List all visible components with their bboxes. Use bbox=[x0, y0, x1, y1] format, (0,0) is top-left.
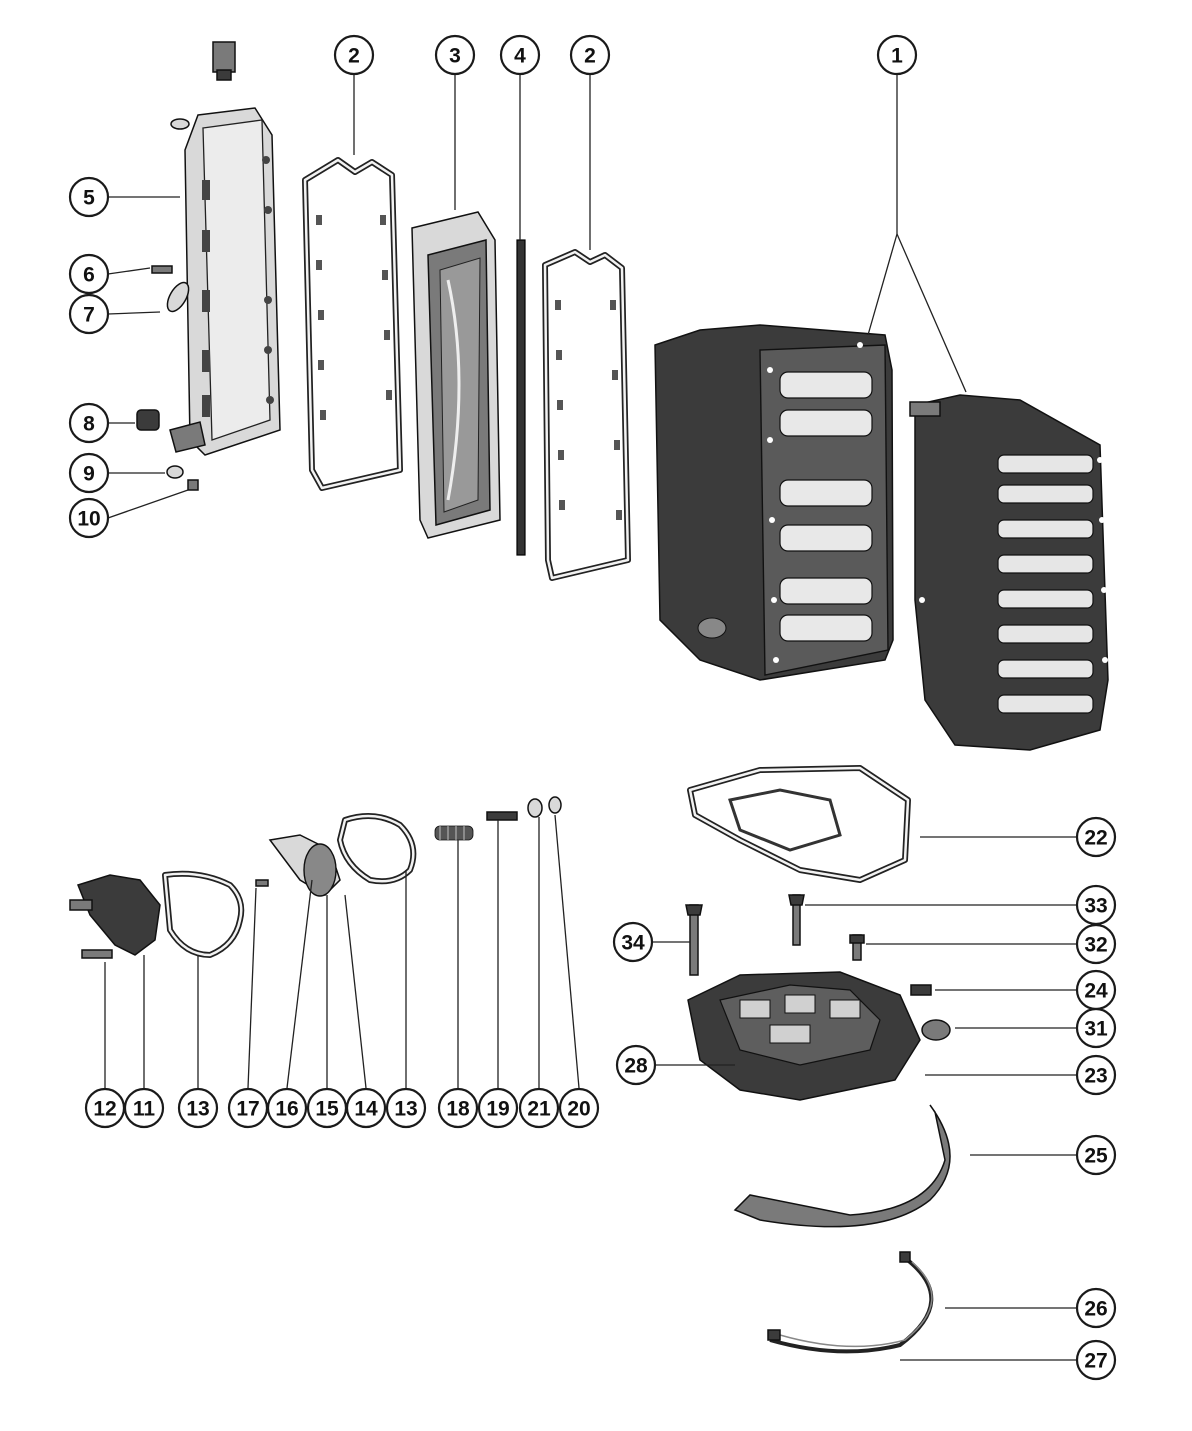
svg-text:27: 27 bbox=[1084, 1350, 1107, 1373]
callout-15: 15 bbox=[306, 1087, 348, 1129]
part-screw-and-seal bbox=[151, 265, 190, 313]
callout-28: 28 bbox=[615, 1044, 657, 1086]
callout-33: 33 bbox=[1075, 884, 1117, 926]
svg-text:23: 23 bbox=[1084, 1065, 1107, 1088]
callout-2-left: 2 bbox=[333, 34, 375, 76]
callout-13-right: 13 bbox=[385, 1087, 427, 1129]
svg-text:4: 4 bbox=[514, 45, 526, 68]
callout-16: 16 bbox=[266, 1087, 308, 1129]
part-seal-strip bbox=[516, 239, 526, 556]
callout-23: 23 bbox=[1075, 1054, 1117, 1096]
part-end-cap bbox=[685, 894, 951, 1101]
svg-text:22: 22 bbox=[1084, 827, 1107, 850]
callout-18: 18 bbox=[437, 1087, 479, 1129]
svg-text:28: 28 bbox=[624, 1055, 648, 1078]
svg-text:13: 13 bbox=[186, 1098, 209, 1121]
callout-12: 12 bbox=[84, 1087, 126, 1129]
callout-31: 31 bbox=[1075, 1007, 1117, 1049]
part-thermostat-housing-group bbox=[69, 796, 562, 959]
svg-text:1: 1 bbox=[891, 45, 903, 68]
svg-text:3: 3 bbox=[449, 45, 461, 68]
callout-2-right: 2 bbox=[569, 34, 611, 76]
callout-24: 24 bbox=[1075, 969, 1117, 1011]
svg-text:31: 31 bbox=[1084, 1018, 1108, 1041]
svg-text:32: 32 bbox=[1084, 934, 1107, 957]
svg-text:34: 34 bbox=[621, 932, 645, 955]
svg-text:2: 2 bbox=[584, 45, 596, 68]
part-gasket-left bbox=[302, 157, 403, 491]
part-crankcase-cover bbox=[909, 394, 1109, 751]
svg-text:2: 2 bbox=[348, 45, 360, 68]
leader-lines bbox=[104, 58, 1077, 1361]
callout-11: 11 bbox=[123, 1087, 165, 1129]
svg-text:16: 16 bbox=[275, 1098, 298, 1121]
callout-7: 7 bbox=[68, 293, 110, 335]
svg-text:14: 14 bbox=[354, 1098, 378, 1121]
svg-text:21: 21 bbox=[527, 1098, 551, 1121]
callout-4: 4 bbox=[499, 34, 541, 76]
callout-32: 32 bbox=[1075, 923, 1117, 965]
part-cylinder-block bbox=[654, 324, 894, 681]
svg-text:19: 19 bbox=[486, 1098, 509, 1121]
callout-17: 17 bbox=[227, 1087, 269, 1129]
svg-text:20: 20 bbox=[567, 1098, 590, 1121]
part-curved-seal bbox=[733, 1104, 951, 1228]
part-seal-ring-and-wire bbox=[767, 1251, 934, 1354]
callout-13-left: 13 bbox=[177, 1087, 219, 1129]
callout-1: 1 bbox=[876, 34, 918, 76]
callout-25: 25 bbox=[1075, 1134, 1117, 1176]
svg-text:7: 7 bbox=[83, 304, 95, 327]
callout-19: 19 bbox=[477, 1087, 519, 1129]
callout-14: 14 bbox=[345, 1087, 387, 1129]
svg-text:6: 6 bbox=[83, 264, 95, 287]
svg-text:10: 10 bbox=[77, 508, 100, 531]
callout-21: 21 bbox=[518, 1087, 560, 1129]
svg-text:33: 33 bbox=[1084, 895, 1107, 918]
part-gasket-right bbox=[542, 249, 631, 581]
callout-27: 27 bbox=[1075, 1339, 1117, 1381]
callout-22: 22 bbox=[1075, 816, 1117, 858]
callout-10: 10 bbox=[68, 497, 110, 539]
part-plug-washer-fitting bbox=[136, 409, 199, 491]
svg-text:11: 11 bbox=[133, 1098, 156, 1121]
callout-34: 34 bbox=[612, 921, 654, 963]
callout-26: 26 bbox=[1075, 1287, 1117, 1329]
callout-20: 20 bbox=[558, 1087, 600, 1129]
svg-text:12: 12 bbox=[93, 1098, 116, 1121]
svg-text:17: 17 bbox=[236, 1098, 259, 1121]
part-exhaust-baffle bbox=[411, 211, 501, 539]
callout-8: 8 bbox=[68, 402, 110, 444]
svg-text:5: 5 bbox=[83, 187, 95, 210]
callout-5: 5 bbox=[68, 176, 110, 218]
callout-3: 3 bbox=[434, 34, 476, 76]
svg-text:26: 26 bbox=[1084, 1298, 1107, 1321]
callout-6: 6 bbox=[68, 253, 110, 295]
svg-text:8: 8 bbox=[83, 413, 95, 436]
callout-9: 9 bbox=[68, 452, 110, 494]
part-end-cap-gasket bbox=[687, 765, 911, 883]
svg-text:15: 15 bbox=[315, 1098, 339, 1121]
svg-text:13: 13 bbox=[394, 1098, 417, 1121]
part-exhaust-cover-plate bbox=[169, 41, 281, 456]
svg-text:9: 9 bbox=[83, 463, 95, 486]
svg-text:18: 18 bbox=[446, 1098, 470, 1121]
svg-text:25: 25 bbox=[1084, 1145, 1108, 1168]
svg-text:24: 24 bbox=[1084, 980, 1108, 1003]
